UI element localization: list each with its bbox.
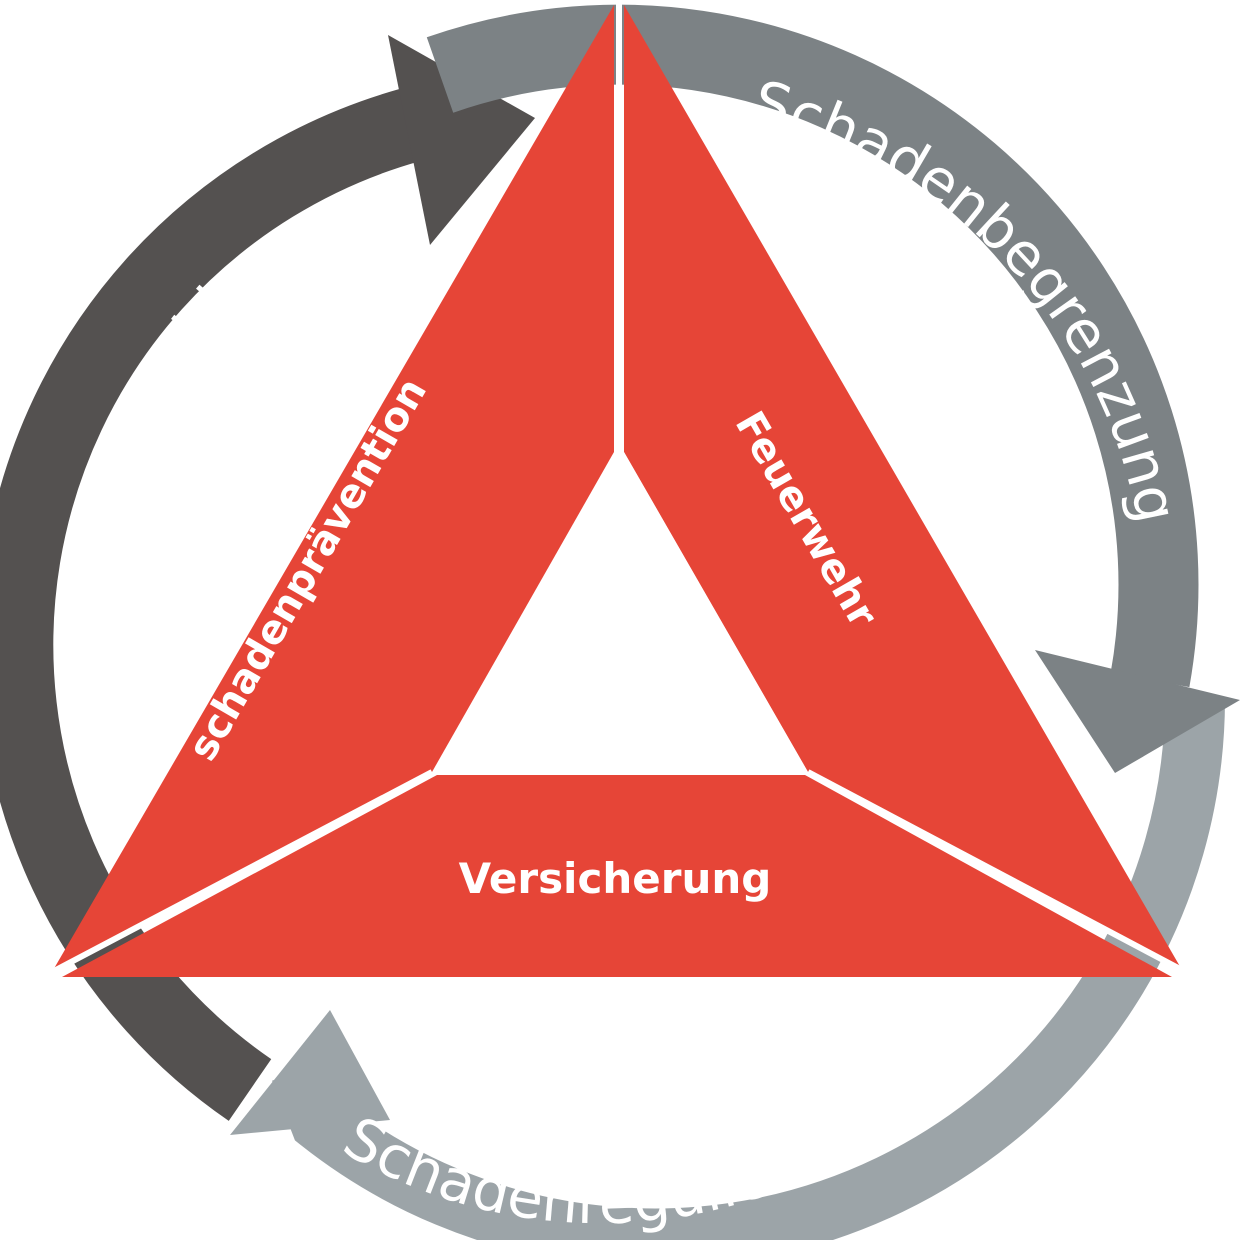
- arrow-head-schadenvermeidung: [388, 35, 535, 245]
- arrow-head-schadenregulierung: [230, 1010, 390, 1135]
- triangle-right-segment: [624, 5, 1182, 970]
- triangle-bottom-segment: [62, 775, 1172, 977]
- triangle-center-cutout: [437, 452, 808, 772]
- label-versicherung: Versicherung: [459, 854, 772, 903]
- arrow-head-schadenbegrenzung: [1035, 650, 1240, 773]
- triangle-group: [50, 0, 1184, 977]
- triangle-left-segment: [52, 5, 614, 972]
- arc-schadenregulierung: [271, 699, 1225, 1240]
- triangle-divider-left: [50, 769, 434, 975]
- triangle-divider-right: [806, 769, 1184, 973]
